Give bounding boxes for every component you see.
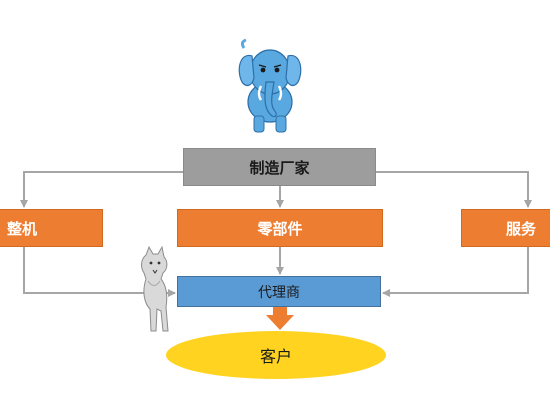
agent-label: 代理商 (258, 284, 300, 301)
parts-node: 零部件 (177, 209, 383, 247)
agent-node: 代理商 (177, 276, 381, 307)
wolf-icon (141, 245, 169, 332)
service-label: 服务 (506, 219, 537, 238)
maker-label: 制造厂家 (249, 158, 310, 177)
complete-machine-node: 整机 (0, 209, 103, 247)
customer-label: 客户 (259, 347, 292, 366)
connector-maker-to-complete (20, 171, 183, 208)
maker-node: 制造厂家 (183, 148, 376, 186)
connector-maker-to-service (376, 171, 532, 208)
flow-arrow-agent-to-customer (266, 307, 294, 330)
complete-machine-label: 整机 (7, 219, 38, 238)
customer-node: 客户 (166, 331, 386, 379)
elephant-icon (238, 38, 302, 133)
service-node: 服务 (461, 209, 550, 247)
connector-service-to-agent (382, 247, 529, 297)
parts-label: 零部件 (257, 219, 303, 238)
connector-complete-to-agent (23, 247, 176, 297)
